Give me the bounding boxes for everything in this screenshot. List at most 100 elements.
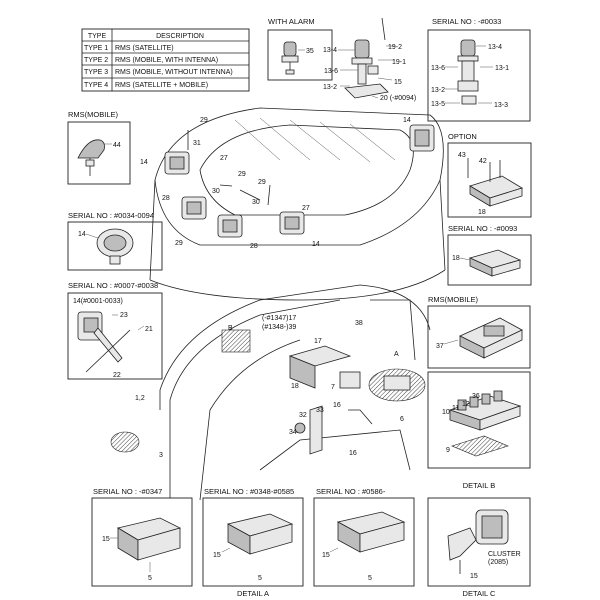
serial-0093-title: SERIAL NO : -#0093 bbox=[448, 224, 517, 233]
callout-29: 29 bbox=[238, 171, 246, 178]
callout-14: 14 bbox=[312, 241, 320, 248]
detail-b-title: DETAIL B bbox=[463, 481, 496, 490]
callout-11: 11 bbox=[452, 405, 459, 412]
rms-mobile-title: RMS(MOBILE) bbox=[68, 110, 119, 119]
callout-13-4: 13-4 bbox=[323, 47, 337, 54]
callout-14: 14 bbox=[140, 159, 148, 166]
callout-14: 14 bbox=[403, 117, 411, 124]
description-cell: RMS (SATELLITE + MOBILE) bbox=[115, 82, 208, 89]
callout-5: 5 bbox=[148, 575, 152, 582]
callout-28: 28 bbox=[250, 243, 258, 250]
serial-0347-title: SERIAL NO : -#0347 bbox=[93, 487, 162, 496]
callout-15: 15 bbox=[394, 79, 402, 86]
callout-13-4: 13-4 bbox=[488, 44, 502, 51]
callout-21: 21 bbox=[145, 326, 153, 333]
callout-15: 15 bbox=[213, 552, 221, 559]
callout-B: B bbox=[228, 325, 233, 332]
callout-18: 18 bbox=[478, 209, 486, 216]
callout-28: 28 bbox=[162, 195, 170, 202]
callout-6: 6 bbox=[400, 416, 404, 423]
callout-12: 12 bbox=[462, 401, 470, 408]
detail-b-panel: 10 11 12 36 9 DETAIL B bbox=[427, 371, 531, 490]
callout-22: 22 bbox=[113, 372, 121, 379]
callout-20: 20 (-#0094) bbox=[380, 95, 416, 102]
callout-34: 34 bbox=[289, 429, 297, 436]
callout-18: 18 bbox=[452, 255, 460, 262]
callout-30: 30 bbox=[212, 188, 220, 195]
serial-0586-title: SERIAL NO : #0586- bbox=[316, 487, 386, 496]
callout-13-1: 13-1 bbox=[495, 65, 509, 72]
callout-3: 3 bbox=[159, 452, 163, 459]
callout-38: 38 bbox=[355, 320, 363, 327]
serial-0034-0094-title: SERIAL NO : #0034-0094 bbox=[68, 211, 154, 220]
callout-16: 16 bbox=[333, 402, 341, 409]
callout-35: 35 bbox=[306, 48, 314, 55]
serial-0586-panel: SERIAL NO : #0586- 15 5 bbox=[313, 487, 415, 587]
callout-32: 32 bbox=[299, 412, 307, 419]
callout-7: 7 bbox=[331, 384, 335, 391]
type-header: TYPE bbox=[88, 33, 107, 40]
description-cell: RMS (MOBILE, WITHOUT INTENNA) bbox=[115, 69, 233, 76]
rms-mobile-antenna-panel: RMS(MOBILE) 44 bbox=[67, 110, 131, 185]
callout-33: 33 bbox=[316, 407, 324, 414]
callout-23: 23 bbox=[120, 312, 128, 319]
serial-0348-0585-title: SERIAL NO : #0348-#0585 bbox=[204, 487, 294, 496]
callout-43: 43 bbox=[458, 152, 466, 159]
callout-31: 31 bbox=[193, 140, 201, 147]
callout-18: 18 bbox=[291, 383, 299, 390]
callout-29: 29 bbox=[175, 240, 183, 247]
detail-c-title: DETAIL C bbox=[463, 589, 497, 598]
with-alarm-panel: WITH ALARM 35 13-4 19-2 19-1 13-6 15 13-… bbox=[267, 17, 416, 102]
callout-5: 5 bbox=[368, 575, 372, 582]
description-cell: RMS (SATELLITE) bbox=[115, 45, 174, 52]
callout-13-6: 13-6 bbox=[431, 65, 445, 72]
serial-0348-0585-panel: SERIAL NO : #0348-#0585 15 5 DETAIL A bbox=[202, 487, 304, 598]
type-cell: TYPE 3 bbox=[84, 69, 108, 76]
option-panel: OPTION 43 42 18 bbox=[447, 132, 532, 218]
callout-15: 15 bbox=[102, 536, 110, 543]
option-title: OPTION bbox=[448, 132, 477, 141]
serial-0034-0094-panel: SERIAL NO : #0034-0094 14 bbox=[67, 211, 163, 271]
serial-0093-panel: SERIAL NO : -#0093 18 bbox=[447, 224, 532, 286]
callout-27: 27 bbox=[220, 155, 228, 162]
callout-13-6: 13-6 bbox=[324, 68, 338, 75]
type-table: TYPE DESCRIPTION TYPE 1 RMS (SATELLITE) … bbox=[81, 28, 250, 92]
callout-10: 10 bbox=[442, 409, 450, 416]
serial-0033-panel: SERIAL NO : -#0033 13-4 13-6 13-1 13-2 1… bbox=[427, 17, 531, 122]
cab-roof-assembly: 14 29 31 27 29 30 29 28 30 27 29 28 14 1… bbox=[140, 107, 446, 301]
serial-0347-panel: SERIAL NO : -#0347 15 5 bbox=[91, 487, 193, 587]
callout-42: 42 bbox=[479, 158, 487, 165]
callout-27: 27 bbox=[302, 205, 310, 212]
callout-17-1347: (-#1347)17 bbox=[262, 315, 296, 322]
callout-A: A bbox=[394, 351, 399, 358]
callout-13-3: 13-3 bbox=[494, 102, 508, 109]
callout-9: 9 bbox=[446, 447, 450, 454]
callout-5: 5 bbox=[258, 575, 262, 582]
serial-0033-title: SERIAL NO : -#0033 bbox=[432, 17, 501, 26]
callout-29: 29 bbox=[200, 117, 208, 124]
cluster-code: (2085) bbox=[488, 559, 508, 566]
cab-interior-assembly: B (-#1347)17 (#1348-)39 38 17 18 A 7 1,2… bbox=[110, 284, 431, 501]
cluster-label: CLUSTER bbox=[488, 551, 521, 558]
callout-44: 44 bbox=[113, 142, 121, 149]
callout-13-5: 13-5 bbox=[431, 101, 445, 108]
detail-a-title: DETAIL A bbox=[237, 589, 269, 598]
serial-0007-0038-panel: SERIAL NO : #0007-#0038 23 21 14(#0001-0… bbox=[67, 281, 163, 380]
callout-37: 37 bbox=[436, 343, 444, 350]
callout-14: 14 bbox=[78, 231, 86, 238]
callout-1-2: 1,2 bbox=[135, 395, 145, 402]
type-cell: TYPE 1 bbox=[84, 45, 108, 52]
callout-30: 30 bbox=[252, 199, 260, 206]
with-alarm-title: WITH ALARM bbox=[268, 17, 315, 26]
callout-13-2: 13-2 bbox=[323, 84, 337, 91]
callout-36: 36 bbox=[472, 393, 480, 400]
callout-13-2: 13-2 bbox=[431, 87, 445, 94]
serial-0007-0038-title: SERIAL NO : #0007-#0038 bbox=[68, 281, 158, 290]
type-cell: TYPE 4 bbox=[84, 82, 108, 89]
callout-16: 16 bbox=[349, 450, 357, 457]
callout-29: 29 bbox=[258, 179, 266, 186]
rms-mobile-unit-panel: RMS(MOBILE) 37 bbox=[427, 295, 531, 369]
description-header: DESCRIPTION bbox=[156, 33, 204, 40]
